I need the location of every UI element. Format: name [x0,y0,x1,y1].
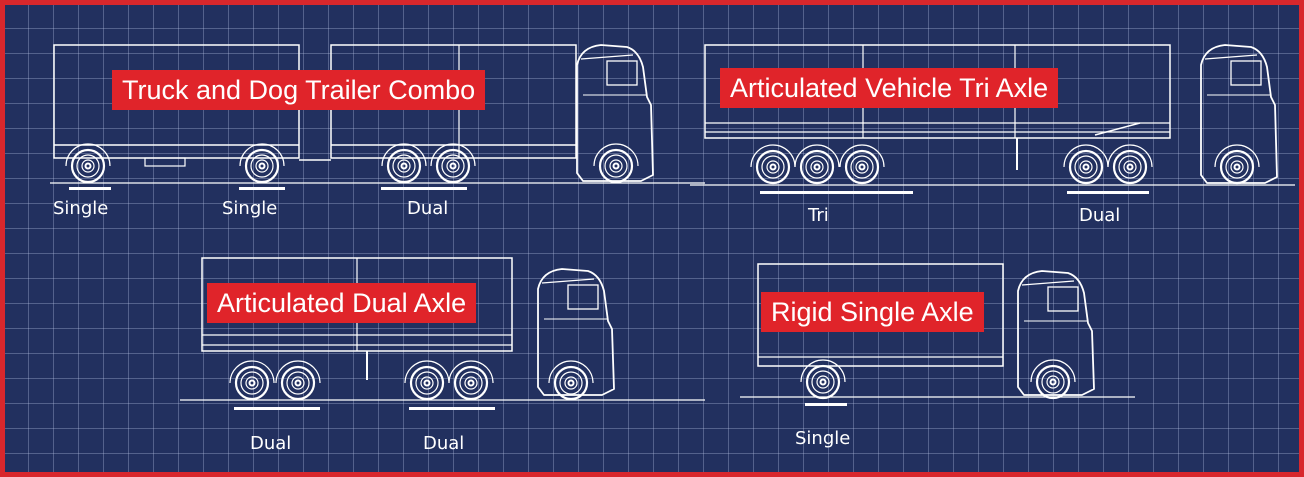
wheel-truck-drive-2 [430,143,476,184]
tri-cab-window [1230,60,1262,86]
title-articulated-tri-axle: Articulated Vehicle Tri Axle [720,68,1059,108]
rigid-cab-window [1047,286,1079,312]
wheel-truck-steer [593,143,639,184]
wheel-tri-drive-2 [1107,144,1153,185]
axle-bar-tri-trailer [760,191,913,194]
tri-trailer-body [704,44,1171,139]
tri-cab-roof-line [1204,54,1258,60]
wheel-tri-trailer-2 [794,144,840,185]
wheel-art-trailer-1 [229,360,275,401]
dog-trailer-box [144,157,186,167]
art-cab-roof-line [541,278,595,284]
title-articulated-dual-axle: Articulated Dual Axle [207,283,477,323]
axle-bar-rigid [805,403,847,406]
axle-bar-truck-drive [381,187,467,190]
axle-label-truck-drive: Dual [407,198,449,219]
wheel-rigid-front [1030,359,1076,400]
rigid-body [757,263,1004,367]
axle-label-dog-rear: Single [222,198,278,219]
axle-bar-art-trailer [234,407,320,410]
art-cab [537,268,615,396]
truck-cab [576,44,654,182]
truck-cab-window [606,60,638,86]
wheel-tri-drive-1 [1063,144,1109,185]
axle-label-art-drive: Dual [423,433,465,454]
wheel-dog-front [65,143,111,184]
wheel-dog-rear [239,143,285,184]
wheel-rigid-rear [800,359,846,400]
truck-cab-roof-line [580,54,634,60]
vehicle-linework [50,44,1295,410]
tri-fifth-wheel-strut [1094,122,1141,136]
axle-bar-dog-front [69,187,111,190]
rigid-cab-roof-line [1021,280,1075,286]
wheel-art-trailer-2 [275,360,321,401]
axle-bar-tri-drive [1067,191,1149,194]
axle-label-tri-trailer: Tri [808,205,829,226]
rigid-cab [1017,270,1095,396]
axle-label-tri-drive: Dual [1079,205,1121,226]
wheel-art-steer [548,360,594,401]
wheel-art-drive-1 [404,360,450,401]
wheel-tri-steer [1214,144,1260,185]
wheel-art-drive-2 [448,360,494,401]
wheel-tri-trailer-1 [750,144,796,185]
axle-label-dog-front: Single [53,198,109,219]
axle-bar-dog-rear [239,187,285,190]
wheel-truck-drive-1 [381,143,427,184]
axle-label-rigid: Single [795,428,851,449]
tri-cab [1200,44,1278,184]
title-truck-and-dog: Truck and Dog Trailer Combo [112,70,486,110]
axle-bar-art-drive [409,407,495,410]
art-cab-window [567,284,599,310]
axle-label-art-trailer: Dual [250,433,292,454]
title-rigid-single-axle: Rigid Single Axle [761,292,984,332]
wheel-tri-trailer-3 [839,144,885,185]
